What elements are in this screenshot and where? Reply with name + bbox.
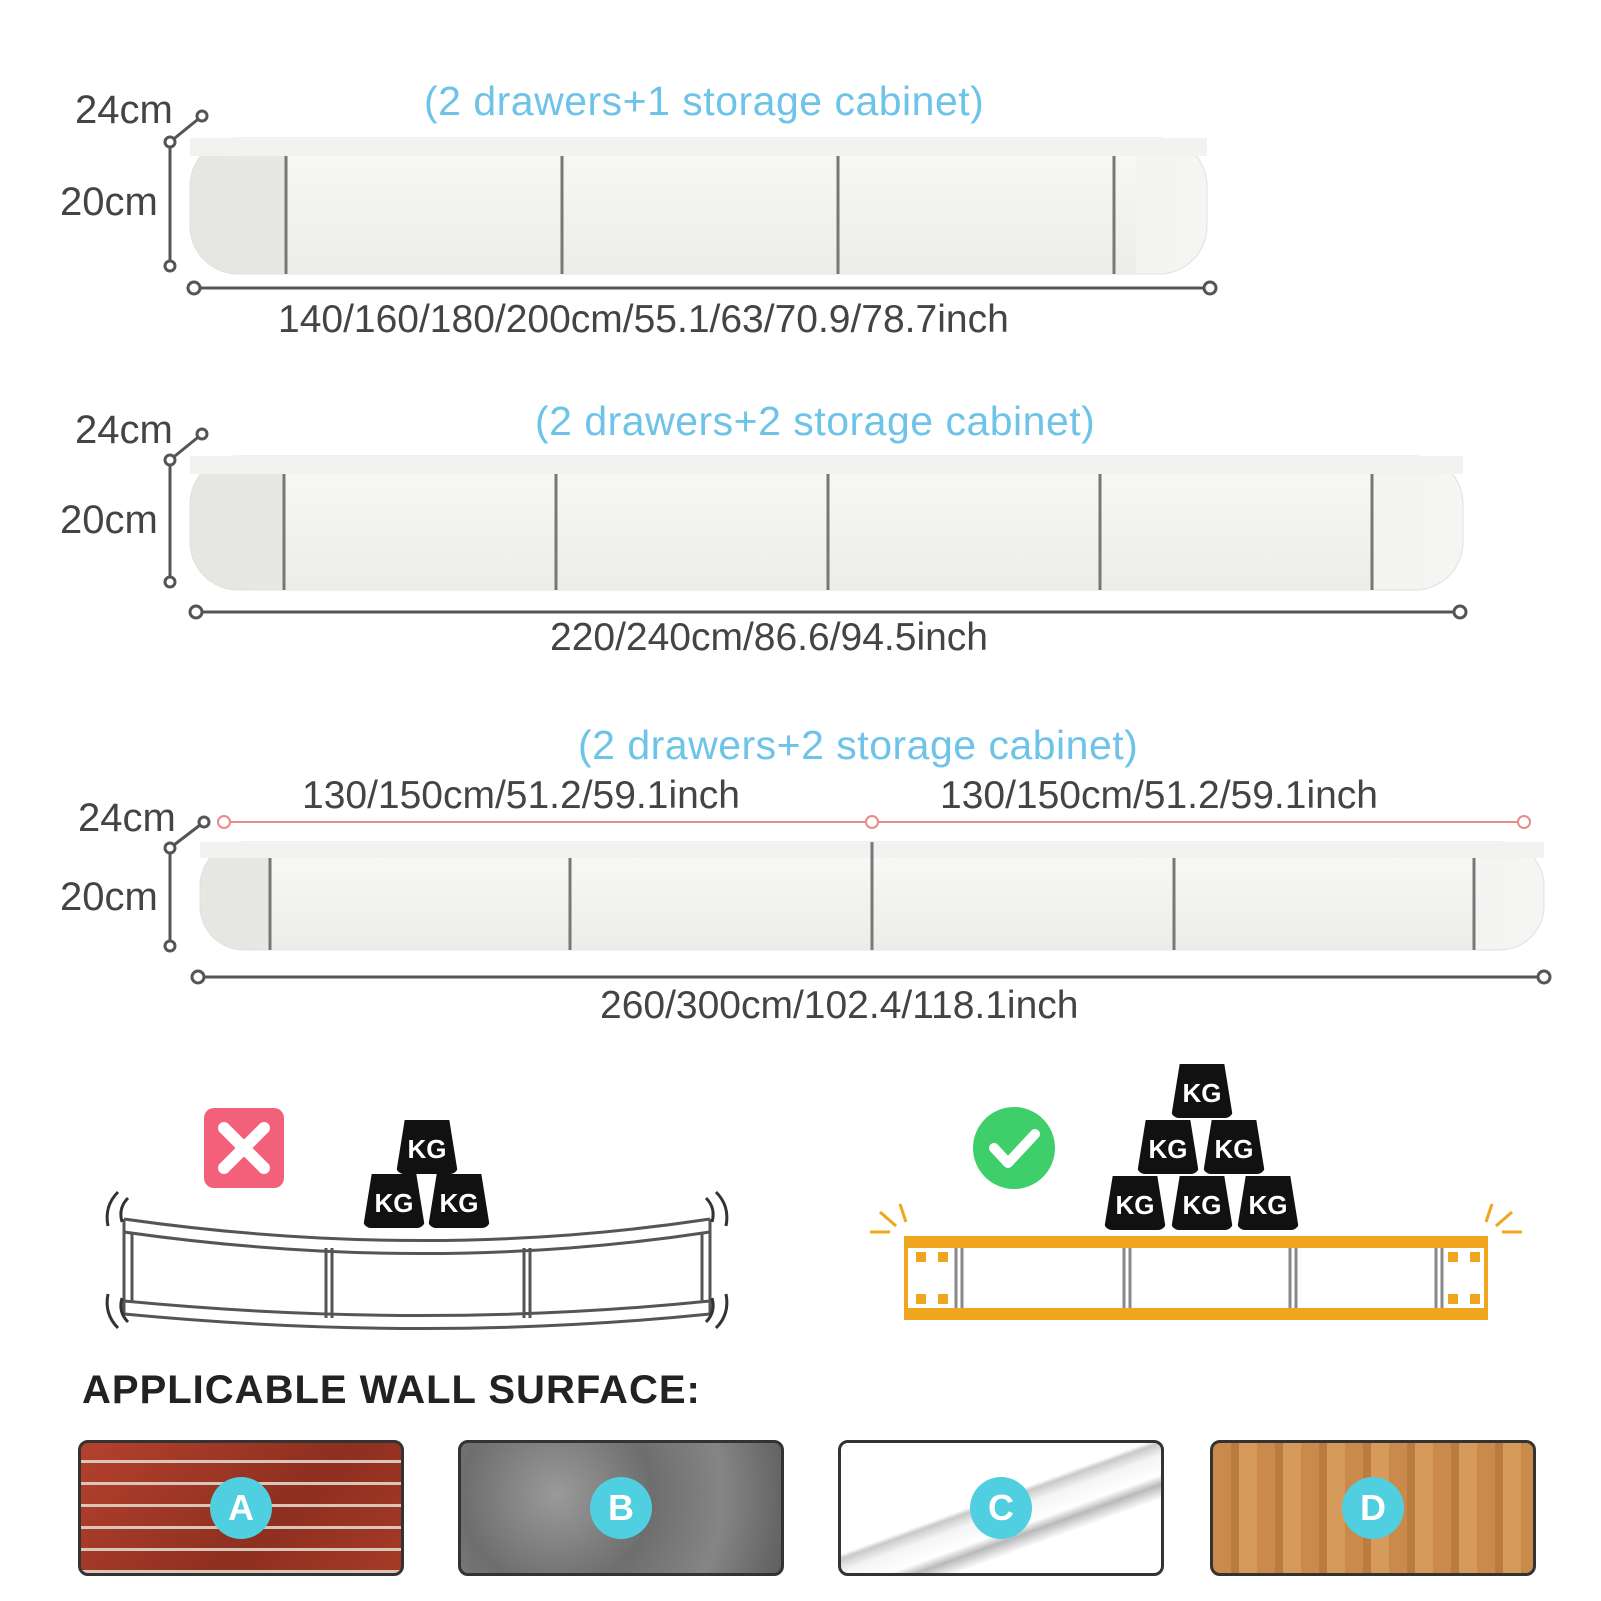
kg-weight-icon: KG (1171, 1176, 1233, 1230)
row3-cabinet (199, 841, 1545, 951)
kg-weight-icon: KG (1203, 1120, 1265, 1174)
wall-surface-marble: C (838, 1440, 1164, 1576)
check-icon (973, 1107, 1055, 1189)
row3-caption: (2 drawers+2 storage cabinet) (578, 722, 1139, 768)
row2-cabinet (189, 455, 1464, 591)
row3-depth-label: 24cm (78, 796, 176, 840)
wall-surface-wood: D (1210, 1440, 1536, 1576)
wall-badge-c: C (970, 1477, 1032, 1539)
reinforced-shelf (870, 1203, 1522, 1320)
row2-caption: (2 drawers+2 storage cabinet) (535, 398, 1096, 444)
row1-width-label: 140/160/180/200cm/55.1/63/70.9/78.7inch (278, 298, 1009, 341)
kg-weight-icon: KG (1171, 1064, 1233, 1118)
row1-cabinet (189, 137, 1208, 275)
row3-height-label: 20cm (60, 875, 158, 919)
wall-badge-a: A (210, 1477, 272, 1539)
kg-weight-icon: KG (363, 1174, 425, 1228)
row3-segment-left-label: 130/150cm/51.2/59.1inch (302, 774, 740, 817)
row2-height-label: 20cm (60, 498, 158, 542)
sagging-shelf (122, 1217, 712, 1330)
wall-badge-b: B (590, 1477, 652, 1539)
row2-depth-label: 24cm (75, 408, 173, 452)
vibration-marks (105, 1190, 729, 1330)
kg-weight-icon: KG (1137, 1120, 1199, 1174)
wall-surface-brick: A (78, 1440, 404, 1576)
wall-surface-concrete: B (458, 1440, 784, 1576)
row3-width-label: 260/300cm/102.4/118.1inch (600, 984, 1079, 1027)
row1-depth-label: 24cm (75, 88, 173, 132)
wall-surface-title: APPLICABLE WALL SURFACE: (82, 1368, 701, 1412)
row3-segment-right-label: 130/150cm/51.2/59.1inch (940, 774, 1378, 817)
wall-badge-d: D (1342, 1477, 1404, 1539)
row1-height-label: 20cm (60, 180, 158, 224)
row2-width-label: 220/240cm/86.6/94.5inch (550, 616, 988, 659)
kg-weight-icon: KG (428, 1174, 490, 1228)
kg-weight-icon: KG (1104, 1176, 1166, 1230)
row1-caption: (2 drawers+1 storage cabinet) (424, 78, 985, 124)
kg-weight-icon: KG (396, 1120, 458, 1174)
x-icon (204, 1108, 284, 1188)
kg-weight-icon: KG (1237, 1176, 1299, 1230)
